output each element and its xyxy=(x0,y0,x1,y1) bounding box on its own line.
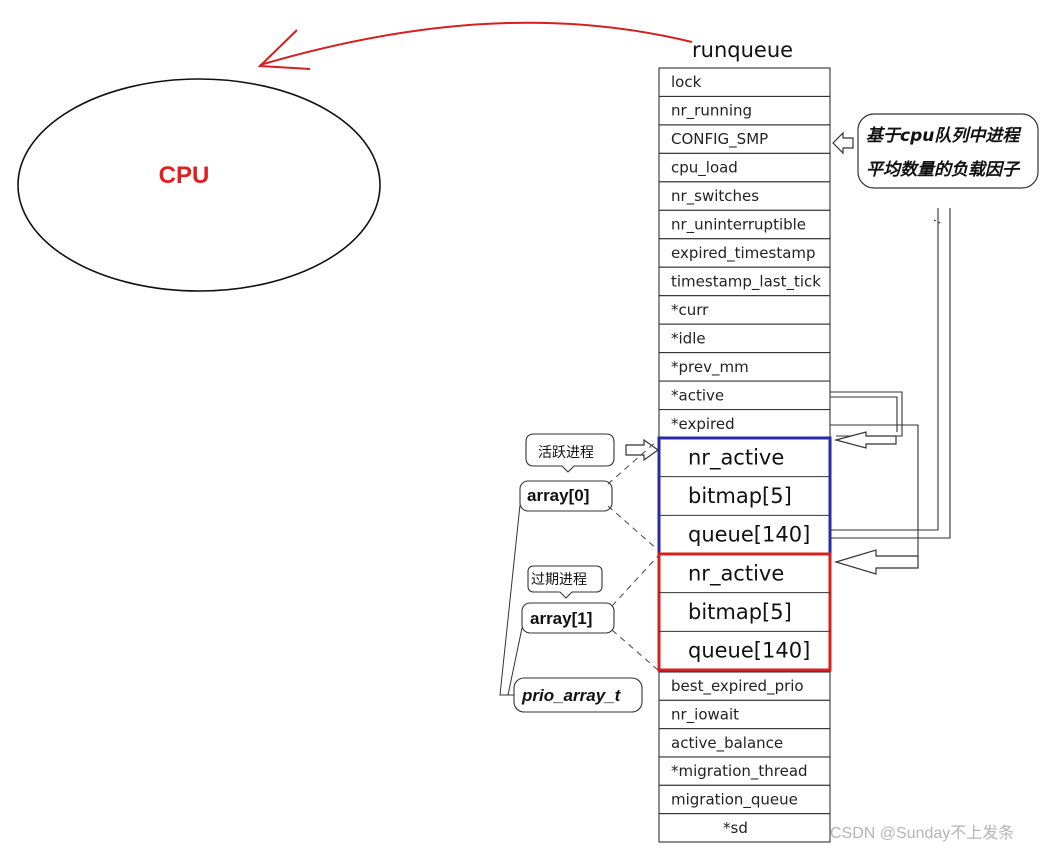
runqueue-field-label: nr_iowait xyxy=(671,706,739,725)
array1-leader-top xyxy=(611,555,659,607)
pointer-connectors xyxy=(830,208,951,558)
active-array-box xyxy=(657,436,832,556)
runqueue-field-label: *active xyxy=(671,386,724,404)
active-array-field-label: queue[140] xyxy=(688,523,810,547)
array-leader-lines xyxy=(607,439,659,671)
prio-array-t-callout: prio_array_t xyxy=(513,677,643,713)
runqueue-title: runqueue xyxy=(692,38,793,62)
array0-label: array[0] xyxy=(527,486,589,505)
runqueue-field-cell xyxy=(658,380,831,411)
expired-array-box xyxy=(657,552,832,672)
array0-leader-bottom xyxy=(607,505,659,551)
runqueue-field-label: nr_switches xyxy=(671,187,759,206)
runqueue-field-cell xyxy=(658,152,831,183)
expired-process-callout: 过期进程 xyxy=(527,565,603,599)
queue-link-line-2 xyxy=(830,208,951,539)
watermark: CSDN @Sunday不上发条 xyxy=(830,824,1014,842)
arrow-head xyxy=(257,29,311,70)
load-factor-arrow xyxy=(832,131,854,155)
runqueue-field-cell xyxy=(658,295,831,325)
active-process-bubble xyxy=(525,433,615,473)
runqueue-field-cell xyxy=(658,209,831,240)
active-prio-array: nr_active bitmap[5] queue[140] xyxy=(657,436,832,556)
load-factor-callout: 基于cpu队列中进程 平均数量的负载因子 xyxy=(857,113,1039,189)
expired-pointer-arrowhead xyxy=(833,549,919,575)
runqueue-field-cell xyxy=(658,728,831,758)
active-array-field-label: nr_active xyxy=(688,445,784,470)
runqueue-field-cell xyxy=(658,181,831,211)
active-array-field-label: bitmap[5] xyxy=(688,484,792,508)
runqueue-field-label: CONFIG_SMP xyxy=(671,130,768,149)
expired-array-field-label: nr_active xyxy=(688,561,784,586)
runqueue-field-label: lock xyxy=(671,73,702,91)
runqueue-field-label: *idle xyxy=(671,329,706,347)
active-pointer-arrowhead xyxy=(833,431,897,449)
hollow-arrows xyxy=(625,131,919,575)
runqueue-field-cell xyxy=(658,266,831,297)
array0-leader-top xyxy=(607,439,659,485)
active-process-label: 活跃进程 xyxy=(538,445,594,461)
runqueue-field-cell xyxy=(658,67,831,98)
prio-link-array1 xyxy=(507,627,523,696)
prio-array-t-label: prio_array_t xyxy=(521,686,622,705)
cpu-node: CPU xyxy=(17,78,381,292)
active-process-arrow xyxy=(625,438,660,462)
active-process-callout: 活跃进程 xyxy=(525,433,615,473)
queue-link-dash xyxy=(933,219,943,225)
runqueue-field-label: active_balance xyxy=(671,734,783,753)
expired-process-label: 过期进程 xyxy=(531,572,587,588)
active-pointer-line xyxy=(830,391,903,437)
runqueue-bottom-fields: best_expired_prio nr_iowait active_balance… xyxy=(658,671,831,843)
runqueue-field-cell xyxy=(658,756,831,786)
prio-link-array0 xyxy=(499,504,521,696)
runqueue-field-label: cpu_load xyxy=(671,159,738,178)
runqueue-field-label: *curr xyxy=(671,301,709,319)
array1-label: array[1] xyxy=(530,609,592,628)
runqueue-field-label: *prev_mm xyxy=(671,358,749,377)
runqueue-field-label: *expired xyxy=(671,415,735,433)
expired-process-bubble xyxy=(527,565,603,599)
runqueue-field-cell xyxy=(658,238,831,268)
array1-leader-bottom xyxy=(611,629,659,671)
runqueue-field-cell xyxy=(658,323,831,354)
array1-box xyxy=(521,602,615,634)
runqueue-field-label: migration_queue xyxy=(671,791,798,810)
runqueue-field-cell xyxy=(658,352,831,382)
array0-callout: array[0] xyxy=(519,480,613,512)
array0-box xyxy=(519,480,613,512)
expired-pointer-line xyxy=(830,424,919,558)
queue-link-line-1 xyxy=(830,208,939,531)
runqueue-field-label: nr_uninterruptible xyxy=(671,216,806,235)
runqueue-field-cell xyxy=(658,813,831,843)
runqueue-field-label: nr_running xyxy=(671,102,752,121)
arrow-shaft xyxy=(259,21,693,66)
expired-prio-array: nr_active bitmap[5] queue[140] xyxy=(657,552,832,672)
load-factor-line2: 平均数量的负载因子 xyxy=(866,160,1021,180)
cpu-ellipse xyxy=(17,78,381,292)
runqueue-field-cell xyxy=(658,124,831,154)
runqueue-field-label: best_expired_prio xyxy=(671,677,804,696)
runqueue-field-cell xyxy=(658,784,831,815)
cpu-label: CPU xyxy=(159,162,210,189)
runqueue-field-label: *migration_thread xyxy=(671,762,808,781)
runqueue-to-cpu-arrow xyxy=(257,21,693,70)
expired-array-field-label: bitmap[5] xyxy=(688,600,792,624)
runqueue-field-label: timestamp_last_tick xyxy=(671,272,821,291)
load-factor-line1: 基于cpu队列中进程 xyxy=(866,126,1022,146)
runqueue-field-label: *sd xyxy=(723,819,748,837)
runqueue-field-label: expired_timestamp xyxy=(671,244,816,263)
prio-array-links xyxy=(499,504,523,696)
array1-callout: array[1] xyxy=(521,602,615,634)
runqueue-field-cell xyxy=(658,699,831,730)
load-factor-box xyxy=(857,113,1039,189)
expired-array-field-label: queue[140] xyxy=(688,639,810,663)
runqueue-field-cell xyxy=(658,671,831,701)
active-pointer-line-inner xyxy=(830,396,898,432)
